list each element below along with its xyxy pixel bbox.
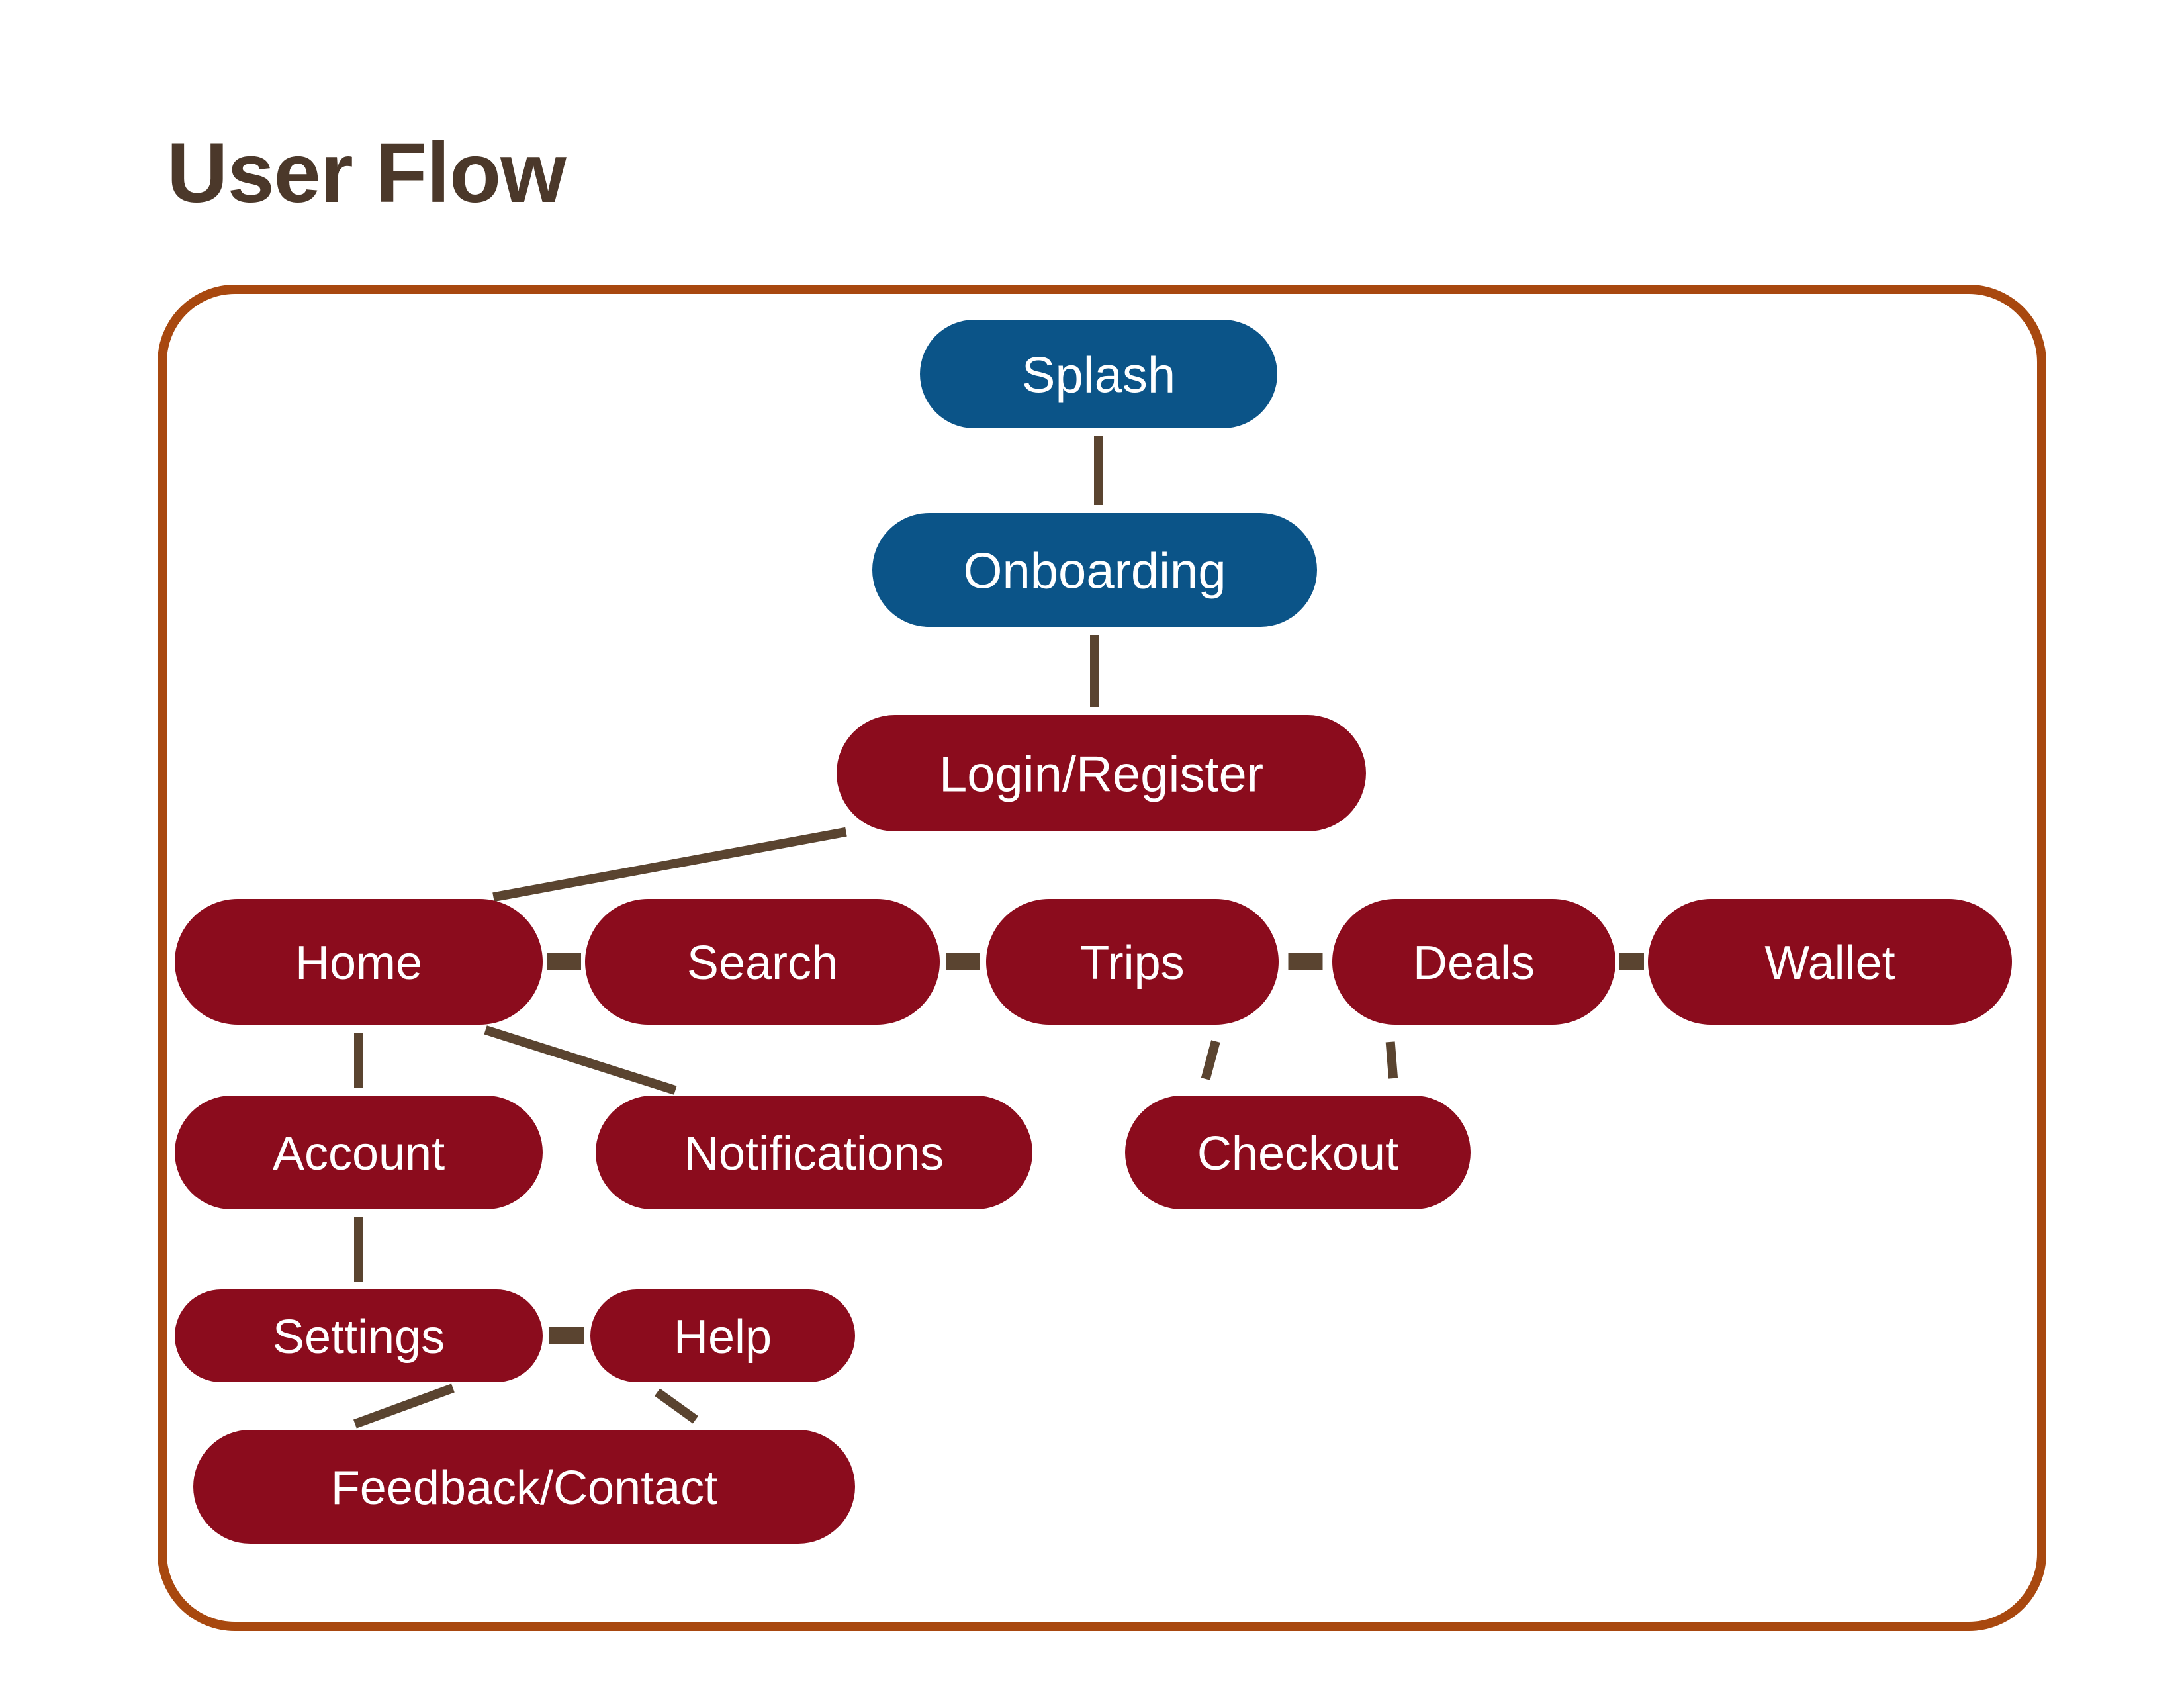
node-label-onboarding: Onboarding — [963, 543, 1226, 600]
node-shape-feedback[interactable] — [193, 1430, 855, 1544]
edge-login-to-home — [492, 827, 847, 902]
node-checkout[interactable]: Checkout — [1125, 1096, 1471, 1209]
node-shape-onboarding[interactable] — [872, 513, 1317, 627]
node-label-splash: Splash — [1022, 348, 1175, 404]
node-shape-splash[interactable] — [920, 320, 1277, 428]
diagram-frame — [158, 285, 2046, 1631]
edge-home-to-notifications — [484, 1025, 677, 1095]
node-shape-login[interactable] — [837, 715, 1366, 831]
node-label-notifications: Notifications — [684, 1127, 944, 1180]
node-search[interactable]: Search — [585, 899, 940, 1025]
edge-settings-to-feedback — [353, 1383, 455, 1429]
node-label-checkout: Checkout — [1197, 1127, 1398, 1180]
node-shape-checkout[interactable] — [1125, 1096, 1471, 1209]
node-shape-home[interactable] — [175, 899, 543, 1025]
node-shape-help[interactable] — [590, 1289, 855, 1382]
node-label-settings: Settings — [273, 1311, 445, 1364]
node-label-login: Login/Register — [939, 747, 1263, 803]
node-shape-deals[interactable] — [1332, 899, 1615, 1025]
node-settings[interactable]: Settings — [175, 1289, 543, 1382]
node-label-feedback: Feedback/Contact — [331, 1462, 717, 1515]
node-label-wallet: Wallet — [1764, 937, 1895, 990]
node-help[interactable]: Help — [590, 1289, 855, 1382]
node-shape-notifications[interactable] — [596, 1096, 1032, 1209]
node-login[interactable]: Login/Register — [837, 715, 1366, 831]
node-account[interactable]: Account — [175, 1096, 543, 1209]
node-shape-account[interactable] — [175, 1096, 543, 1209]
node-notifications[interactable]: Notifications — [596, 1096, 1032, 1209]
page-title: User Flow — [167, 126, 567, 220]
node-shape-wallet[interactable] — [1648, 899, 2012, 1025]
node-shape-search[interactable] — [585, 899, 940, 1025]
node-deals[interactable]: Deals — [1332, 899, 1615, 1025]
node-label-account: Account — [273, 1127, 445, 1180]
node-label-help: Help — [674, 1311, 772, 1364]
edge-trips-to-checkout — [1201, 1040, 1220, 1080]
node-label-home: Home — [295, 937, 422, 990]
node-wallet[interactable]: Wallet — [1648, 899, 2012, 1025]
node-label-trips: Trips — [1080, 937, 1184, 990]
node-shape-trips[interactable] — [986, 899, 1279, 1025]
node-onboarding[interactable]: Onboarding — [872, 513, 1317, 627]
edge-deals-to-checkout — [1385, 1041, 1398, 1079]
node-feedback[interactable]: Feedback/Contact — [193, 1430, 855, 1544]
node-home[interactable]: Home — [175, 899, 543, 1025]
node-splash[interactable]: Splash — [920, 320, 1277, 428]
edges-layer — [353, 436, 1644, 1429]
edge-help-to-feedback — [655, 1388, 698, 1424]
node-trips[interactable]: Trips — [986, 899, 1279, 1025]
node-label-deals: Deals — [1413, 937, 1535, 990]
node-label-search: Search — [687, 937, 838, 990]
node-shape-settings[interactable] — [175, 1289, 543, 1382]
